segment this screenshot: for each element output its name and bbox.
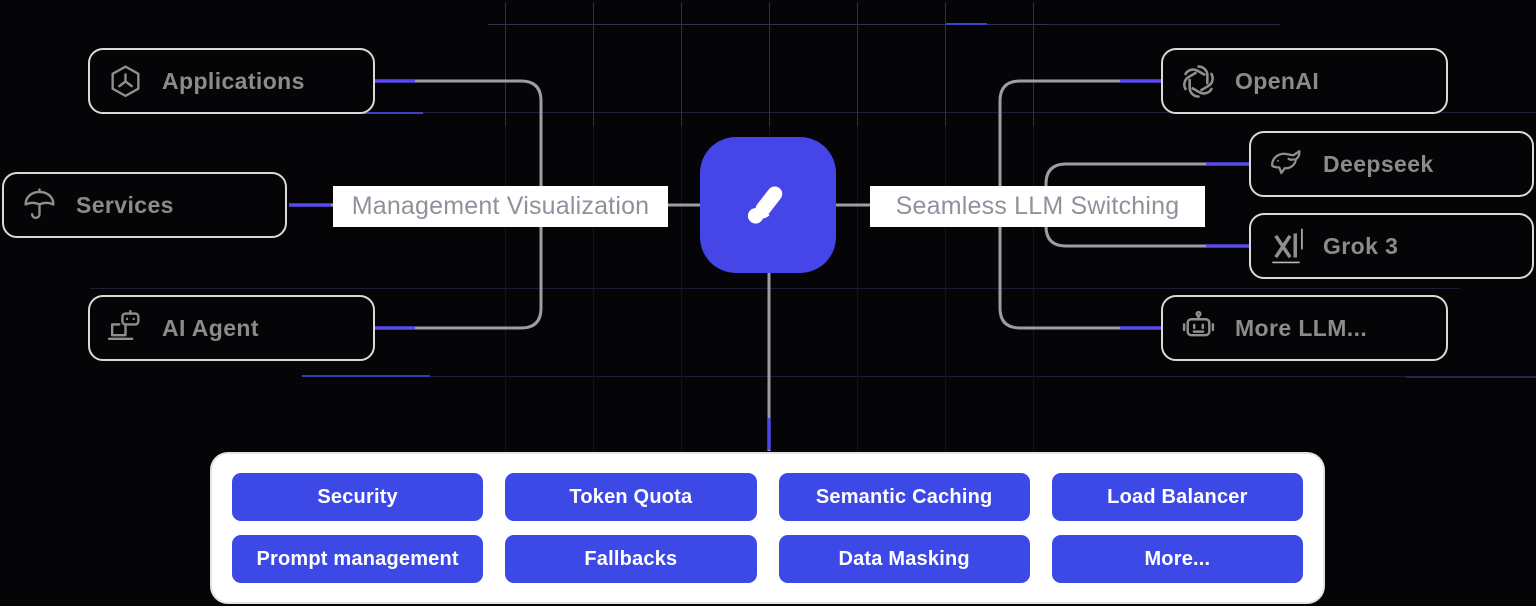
grid-h-line: [488, 24, 1048, 25]
node-label: Services: [76, 191, 174, 218]
node-ai-agent: AI Agent: [88, 295, 375, 361]
grid-h-line: [420, 112, 1536, 113]
xai-grok-icon: [1272, 228, 1303, 263]
grid-v-line: [505, 126, 506, 452]
grid-v-line: [1033, 126, 1034, 452]
grid-h-line: [302, 375, 430, 377]
laptop-robot-icon: [107, 309, 140, 340]
grid-v-line: [857, 2, 858, 126]
feature-chip-token-quota[interactable]: Token Quota: [505, 473, 757, 521]
grid-v-line: [945, 126, 946, 452]
grid-v-line: [681, 126, 682, 452]
robot-icon: [1182, 310, 1215, 336]
feature-chip-semantic-caching[interactable]: Semantic Caching: [778, 473, 1030, 521]
node-applications: Applications: [88, 48, 375, 114]
hexagon-node-icon: [111, 64, 140, 97]
grid-h-line: [1406, 376, 1536, 378]
grid-v-line: [945, 2, 946, 126]
node-label: More LLM...: [1235, 314, 1368, 341]
grid-h-line: [1048, 24, 1280, 25]
node-label: Deepseek: [1323, 150, 1434, 177]
node-more-llm: More LLM...: [1161, 295, 1448, 361]
left-link-label: Management Visualization: [333, 186, 668, 227]
node-label: OpenAI: [1235, 67, 1320, 94]
right-link-label-text: Seamless LLM Switching: [895, 192, 1180, 220]
node-deepseek: Deepseek: [1249, 131, 1534, 197]
grid-v-line: [1033, 2, 1034, 126]
logo-a-mark-icon: [747, 186, 783, 224]
feature-chip-data-masking[interactable]: Data Masking: [778, 535, 1030, 583]
feature-chip-security[interactable]: Security: [232, 473, 484, 521]
umbrella-icon: [24, 187, 55, 219]
node-label: Grok 3: [1323, 232, 1399, 259]
node-openai: OpenAI: [1161, 48, 1448, 114]
left-link-label-text: Management Visualization: [351, 192, 650, 220]
openai-icon: [1183, 64, 1214, 98]
deepseek-whale-icon: [1270, 149, 1301, 174]
node-label: Applications: [162, 67, 305, 94]
grid-h-line: [90, 288, 1460, 289]
center-logo: [700, 137, 836, 273]
node-label: AI Agent: [162, 314, 259, 341]
node-services: Services: [2, 172, 287, 238]
feature-chip-load-balancer[interactable]: Load Balancer: [1051, 473, 1303, 521]
grid-v-line: [681, 2, 682, 126]
feature-chip-more[interactable]: More...: [1051, 535, 1303, 583]
feature-chip-prompt-management[interactable]: Prompt management: [232, 535, 484, 583]
grid-v-line: [857, 126, 858, 452]
grid-v-line: [505, 2, 506, 126]
features-panel: Security Token Quota Semantic Caching Lo…: [210, 452, 1325, 604]
node-grok: Grok 3: [1249, 213, 1534, 279]
grid-v-line: [593, 126, 594, 452]
grid-h-line: [330, 376, 1406, 377]
right-link-label: Seamless LLM Switching: [870, 186, 1205, 227]
grid-v-line: [769, 2, 770, 126]
grid-h-line: [945, 23, 987, 25]
grid-v-line: [593, 2, 594, 126]
feature-chip-fallbacks[interactable]: Fallbacks: [505, 535, 757, 583]
